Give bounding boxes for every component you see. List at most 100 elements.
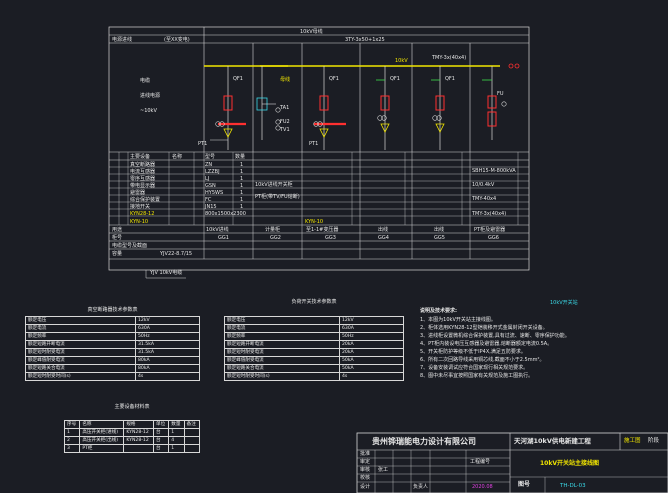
left-vertical-1: 电缆 bbox=[140, 78, 151, 84]
equip-row-1-qty: 1 bbox=[240, 162, 244, 168]
table-header-name: 名称 bbox=[172, 154, 183, 160]
note-line-7: 7、设备安装调试应符合国家现行相关规范要求。 bbox=[420, 365, 529, 371]
p1-r2-k: 额定电流 bbox=[25, 324, 136, 333]
materials-title: 主要设备材料表 bbox=[114, 404, 150, 410]
equip-row-3-model: LJ bbox=[205, 176, 210, 182]
drawing-no: TH-DL-03 bbox=[560, 483, 586, 489]
mt-h4: 单位 bbox=[152, 420, 170, 429]
p2-r6-v: 50kA bbox=[339, 356, 404, 365]
p1-r8-k: 额定短时耐受时间(s) bbox=[25, 372, 136, 381]
mt-r1-c4: 台 bbox=[152, 428, 170, 437]
p1-r7-v: 80kA bbox=[135, 364, 200, 373]
cabinet-2-code: GG2 bbox=[270, 235, 281, 241]
qf1-label-5: QF1 bbox=[445, 76, 455, 82]
cabinet-1-code: GG1 bbox=[218, 235, 229, 241]
right-text-4: TMY-3x(40x4) bbox=[472, 211, 507, 217]
stage-label: 施工图 bbox=[624, 438, 641, 444]
pt-label-3: PT1 bbox=[309, 141, 319, 147]
note-line-8: 8、图中未尽事宜按照国家有关规范及施工图执行。 bbox=[420, 373, 534, 379]
cabinet-1-label: 10kV进线 bbox=[206, 227, 229, 233]
drawing-no-label: 图号 bbox=[518, 481, 531, 488]
p2-r2-k: 额定电流 bbox=[224, 324, 340, 333]
p2-r8-v: 4s bbox=[339, 372, 404, 381]
param-table-1-title: 真空断路器技术参数表 bbox=[87, 307, 138, 313]
equip-row-5-model: HY5WS bbox=[205, 190, 224, 196]
p1-r3-k: 额定频率 bbox=[25, 332, 136, 341]
p2-r2-v: 630A bbox=[339, 324, 404, 333]
breaker-gg1 bbox=[223, 95, 233, 111]
equip-row-4-model: GSN bbox=[205, 183, 216, 189]
cabinet-5-label: 出线 bbox=[434, 227, 445, 233]
cable-note: YJV 10kV电缆 bbox=[150, 270, 183, 276]
qf1-label-3: QF1 bbox=[329, 76, 339, 82]
p1-r8-v: 4s bbox=[135, 372, 200, 381]
p1-r7-k: 额定短路关合电流 bbox=[25, 364, 136, 373]
materials-table: 序号 名称 规格 单位 数量 备注 1 高压开关柜(进线) KYN28-12 台… bbox=[63, 420, 201, 453]
note-line-4: 4、PT柜内装设电压互感器及避雷器,熔断器额定电流0.5A。 bbox=[420, 341, 553, 347]
brand-row: KYN28-12 bbox=[130, 211, 155, 217]
p1-r1-v: 12kV bbox=[135, 316, 200, 325]
equip-row-4-qty: 1 bbox=[240, 183, 244, 189]
equip-row-7-qty: 1 bbox=[240, 204, 244, 210]
mt-h6: 备注 bbox=[183, 420, 201, 429]
note-line-3: 3、进线柜设置微机综合保护装置,具有过流、速断、零序保护功能。 bbox=[420, 333, 570, 339]
company-name: 贵州铧瑞能电力设计有限公司 bbox=[372, 437, 476, 446]
use-label: 用途 bbox=[112, 227, 123, 233]
mt-r3-c3 bbox=[123, 444, 154, 453]
note-line-1: 1、本图为10kV开关站主接线图。 bbox=[420, 317, 496, 323]
note-line-6: 6、所有二次回路导线采用铜芯线,截面不小于2.5mm²。 bbox=[420, 357, 545, 363]
mt-r2-c5: 4 bbox=[168, 436, 185, 445]
note-highlight: 10kV开关站 bbox=[550, 300, 578, 306]
equip-row-2-name: 电流互感器 bbox=[130, 169, 156, 175]
cabinet-2-label: 计量柜 bbox=[265, 227, 281, 233]
mt-r3-c5: 1 bbox=[168, 444, 185, 453]
p2-r6-k: 额定峰值耐受电流 bbox=[224, 356, 340, 365]
title-block-frame bbox=[356, 432, 668, 493]
cable-spec: YJV22-8.7/15 bbox=[160, 251, 193, 257]
mt-r2-c2: 高压开关柜(出线) bbox=[79, 436, 125, 445]
p1-r4-v: 31.5kA bbox=[135, 340, 200, 349]
mt-r2-c6 bbox=[183, 436, 201, 445]
equip-row-6-model: FC bbox=[205, 197, 212, 203]
table-header-equip: 主要设备 bbox=[130, 154, 151, 160]
param-table-2-title: 负荷开关技术参数表 bbox=[291, 299, 337, 305]
equip-row-6-qty: 1 bbox=[240, 197, 244, 203]
bus-nub-label: 母线 bbox=[280, 77, 291, 83]
note-line-5: 5、开关柜防护等级不低于IP4X,满足五防要求。 bbox=[420, 349, 526, 355]
drawing-date: 2020.08 bbox=[472, 484, 493, 490]
equip-row-7-model: JN15 bbox=[205, 204, 217, 210]
ta1-label: TA1 bbox=[280, 105, 290, 111]
busbar-title: 10kV母线 bbox=[300, 29, 323, 35]
p2-r7-v: 50kA bbox=[339, 364, 404, 373]
p2-r7-k: 额定短路关合电流 bbox=[224, 364, 340, 373]
mt-r3-c2: PT柜 bbox=[79, 444, 125, 453]
mt-r1-c1: 1 bbox=[63, 428, 81, 437]
tv1-label: TV1 bbox=[280, 127, 290, 133]
mt-r3-c6 bbox=[183, 444, 201, 453]
mt-h5: 数量 bbox=[168, 420, 185, 429]
cabinet-5-code: GG5 bbox=[434, 235, 445, 241]
signer-name: 张工 bbox=[378, 467, 389, 473]
brand-label: KYN-10 bbox=[130, 219, 149, 225]
brand-label-3: KYN-10 bbox=[305, 219, 324, 225]
number-label: 柜号 bbox=[112, 235, 123, 241]
stage: 阶段 bbox=[648, 438, 660, 444]
cabinet-6-code: GG6 bbox=[488, 235, 499, 241]
table-header-model: 型号 bbox=[205, 154, 216, 160]
p1-r2-v: 630A bbox=[135, 324, 200, 333]
incoming-label: 电源进线 bbox=[112, 37, 133, 43]
incoming-label-2: (至XX变电) bbox=[164, 37, 190, 43]
power-label: 容量 bbox=[112, 251, 123, 257]
left-vertical-2: 进线电源 bbox=[140, 93, 161, 99]
p1-r5-k: 额定短时耐受电流 bbox=[25, 348, 136, 357]
mt-r1-c3: KYN28-12 bbox=[123, 428, 154, 437]
sign-row-1: 批准 bbox=[360, 451, 371, 457]
fu-label: FU bbox=[497, 91, 504, 97]
busbar-spec: 3TY-3x50+1x25 bbox=[345, 37, 385, 43]
note-line-2: 2、柜体选用KYN28-12型铠装移开式金属封闭开关设备。 bbox=[420, 325, 548, 331]
cabinet-4-code: GG4 bbox=[378, 235, 389, 241]
table-header-qty: 数量 bbox=[235, 154, 246, 160]
mt-h3: 规格 bbox=[123, 420, 154, 429]
